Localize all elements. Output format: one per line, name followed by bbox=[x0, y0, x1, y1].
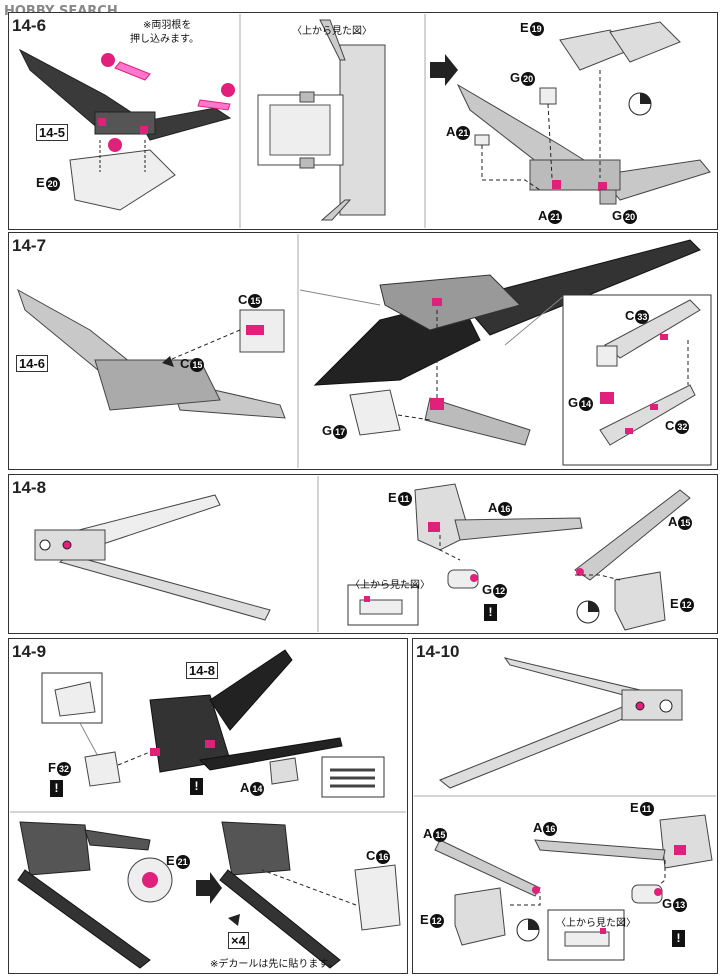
step-14-8: 14-8 bbox=[12, 478, 47, 497]
label-times4: ×4 bbox=[228, 932, 249, 949]
note-decal-first: ※デカールは先に貼ります。 bbox=[210, 959, 338, 970]
step-14-10: 14-10 bbox=[416, 642, 460, 661]
note-view-top-2: 〈上から見た図〉 bbox=[350, 580, 430, 591]
note-view-top: 〈上から見た図〉 bbox=[292, 26, 372, 37]
note-view-top-3: 〈上から見た図〉 bbox=[556, 918, 636, 929]
label-ref-14-8: 14-8 bbox=[186, 662, 219, 679]
step-14-6: 14-6 bbox=[12, 16, 47, 35]
step-14-7: 14-7 bbox=[12, 236, 47, 255]
note-push-wings-2: 押し込みます。 bbox=[130, 34, 199, 45]
caution-icon: ! bbox=[190, 778, 203, 795]
label-ref-14-6: 14-6 bbox=[16, 355, 49, 372]
note-push-wings: ※両羽根を bbox=[143, 20, 192, 31]
caution-icon: ! bbox=[672, 930, 685, 947]
label-ref-14-5: 14-5 bbox=[36, 124, 69, 141]
caution-icon: ! bbox=[484, 604, 497, 621]
caution-icon: ! bbox=[50, 780, 63, 797]
step-14-9: 14-9 bbox=[12, 642, 47, 661]
